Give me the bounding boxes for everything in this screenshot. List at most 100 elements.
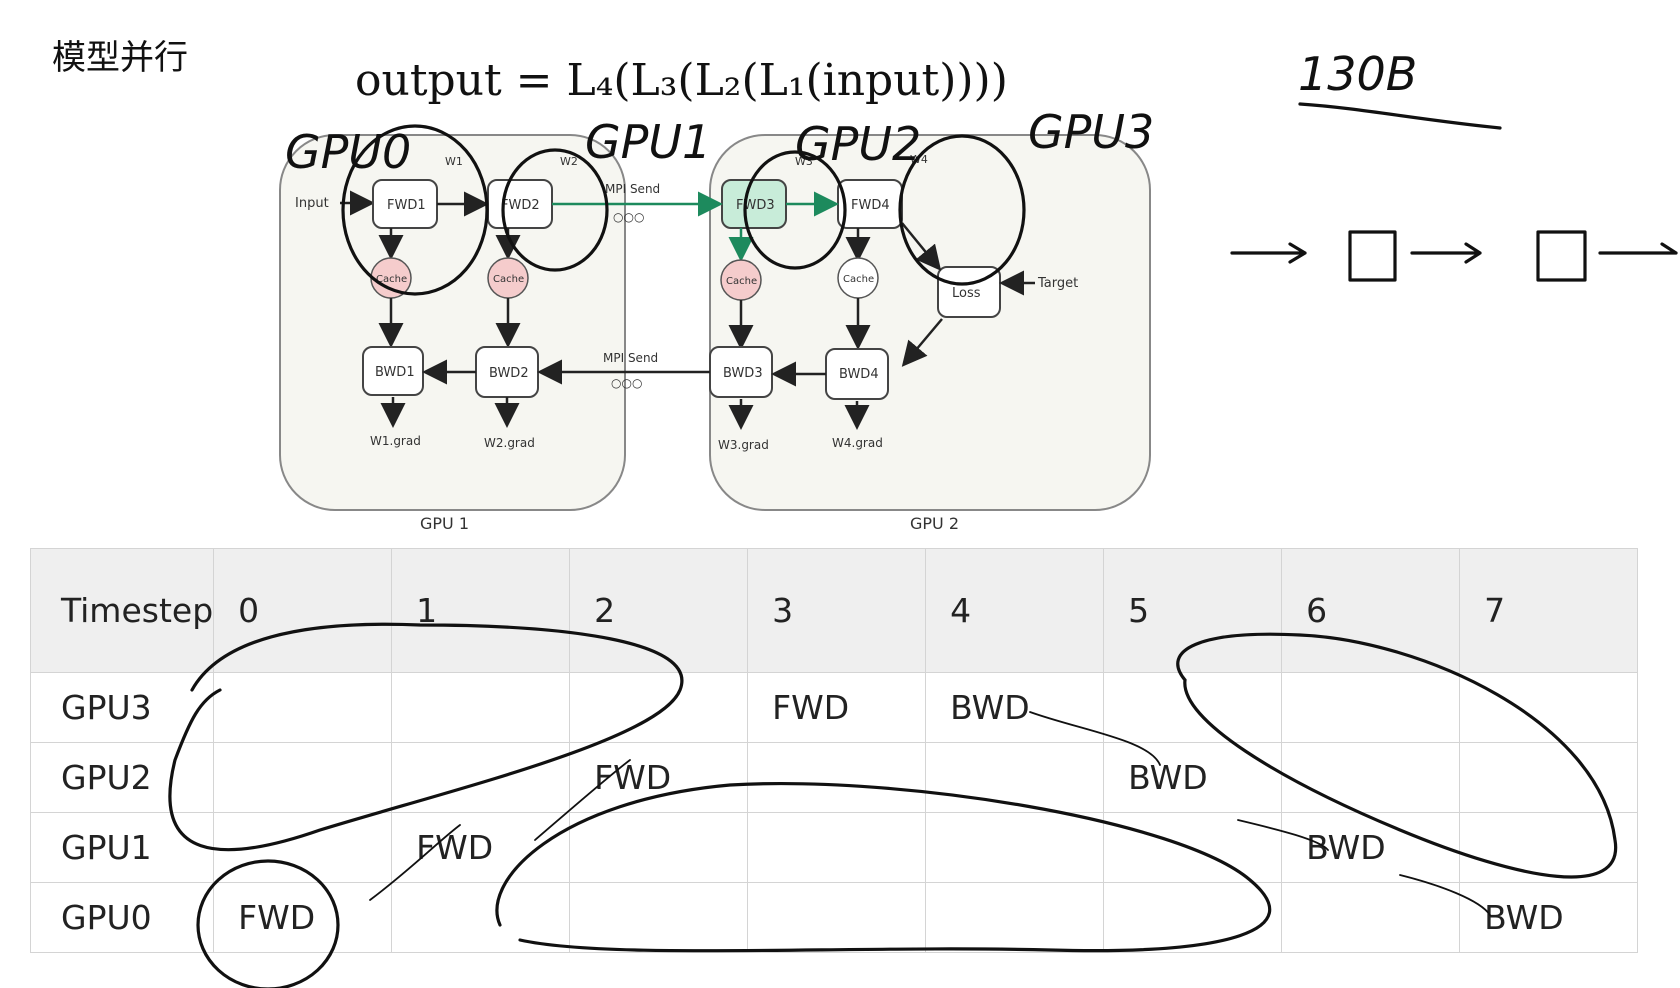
table-cell: FWD [747,672,927,743]
fwd-block-2: FWD2 [487,179,553,229]
table-cell [1281,672,1461,743]
target-label: Target [1037,276,1078,291]
mpi-send-label-top: MPI Send [605,182,660,196]
table-cell [1103,882,1283,953]
bwd-block-3: BWD3 [709,346,773,398]
table-cell [213,812,393,883]
gpu1-group [279,134,626,511]
weight-label-w2: W2 [560,155,578,168]
svg-text:FWD1: FWD1 [387,198,426,213]
table-cell [1281,742,1461,813]
page-heading: 模型并行 [52,38,188,78]
header-cell-step: 1 [391,548,571,673]
mpi-send-label-bottom: MPI Send [603,351,658,365]
grad-label-w1: W1.grad [370,434,421,448]
svg-text:Cache: Cache [843,274,874,285]
svg-text:Loss: Loss [952,286,981,301]
group-label-gpu1: GPU 1 [420,514,469,533]
table-row: GPU2 FWD BWD [29,742,1639,813]
table-cell [925,812,1105,883]
svg-text:Cache: Cache [376,274,407,285]
header-cell-step: 5 [1103,548,1283,673]
cache-node-3: Cache [720,259,762,301]
table-cell [569,882,749,953]
table-row: GPU0 FWD BWD [29,882,1639,953]
header-cell-step: 0 [213,548,393,673]
group-label-gpu2: GPU 2 [910,514,959,533]
table-cell: FWD [213,882,393,953]
table-cell [1459,812,1639,883]
table-cell [213,742,393,813]
weight-label-w3: W3 [795,155,813,168]
bwd-block-2: BWD2 [475,346,539,398]
model-parallel-diagram: GPU 1 GPU 2 Input FWD1 FWD2 FWD3 FWD4 MP… [279,134,1151,533]
table-cell [569,672,749,743]
table-row: GPU1 FWD BWD [29,812,1639,883]
formula: output = L₄(L₃(L₂(L₁(input)))) [355,55,1008,106]
row-label-gpu2: GPU2 [29,742,215,813]
table-cell: BWD [925,672,1105,743]
hw-underline [1298,102,1502,130]
table-cell: BWD [1103,742,1283,813]
table-cell [569,812,749,883]
svg-text:Cache: Cache [493,274,524,285]
table-cell: FWD [391,812,571,883]
mpi-dots-top: ○○○ [613,210,644,224]
hw-size-note: 130B [1298,47,1417,101]
bwd-block-1: BWD1 [362,346,424,396]
table-cell [925,882,1105,953]
table-cell: FWD [569,742,749,813]
row-label-gpu1: GPU1 [29,812,215,883]
svg-text:BWD2: BWD2 [489,366,529,381]
grad-label-w3: W3.grad [718,438,769,452]
input-label: Input [295,196,329,211]
grad-label-w4: W4.grad [832,436,883,450]
mpi-dots-bottom: ○○○ [611,376,642,390]
svg-text:Cache: Cache [726,276,757,287]
fwd-block-1: FWD1 [372,179,438,229]
table-cell [1103,672,1283,743]
svg-text:BWD1: BWD1 [375,365,415,380]
svg-text:BWD3: BWD3 [723,366,763,381]
header-cell-step: 7 [1459,548,1639,673]
fwd-block-4: FWD4 [837,179,903,229]
cache-node-1: Cache [370,257,412,299]
table-cell [1281,882,1461,953]
cache-node-4: Cache [837,257,879,299]
weight-label-w1: W1 [445,155,463,168]
table-cell [1459,672,1639,743]
row-label-gpu0: GPU0 [29,882,215,953]
table-row: GPU3 FWD BWD [29,672,1639,743]
svg-text:BWD4: BWD4 [839,367,879,382]
bwd-block-4: BWD4 [825,348,889,400]
header-cell-timestep: Timestep [29,548,215,673]
table-cell [391,742,571,813]
svg-text:FWD4: FWD4 [851,198,890,213]
table-cell [391,672,571,743]
table-cell [213,672,393,743]
header-cell-step: 4 [925,548,1105,673]
loss-block: Loss [937,266,1001,318]
table-cell [1103,812,1283,883]
table-cell [925,742,1105,813]
fwd-block-3: FWD3 [721,179,787,229]
cache-node-2: Cache [487,257,529,299]
svg-text:FWD3: FWD3 [736,198,775,213]
table-cell [747,882,927,953]
svg-text:FWD2: FWD2 [501,198,540,213]
table-header-row: Timestep 0 1 2 3 4 5 6 7 [29,548,1639,673]
grad-label-w2: W2.grad [484,436,535,450]
weight-label-w4: W4 [910,153,928,166]
table-cell [747,812,927,883]
header-cell-step: 2 [569,548,749,673]
table-cell: BWD [1459,882,1639,953]
hw-pipeline-sketch [1230,230,1678,282]
pipeline-timeline-table: Timestep 0 1 2 3 4 5 6 7 GPU3 FWD BWD GP… [29,548,1639,953]
table-cell [747,742,927,813]
header-cell-step: 6 [1281,548,1461,673]
table-cell [1459,742,1639,813]
table-cell [391,882,571,953]
row-label-gpu3: GPU3 [29,672,215,743]
header-cell-step: 3 [747,548,927,673]
table-cell: BWD [1281,812,1461,883]
